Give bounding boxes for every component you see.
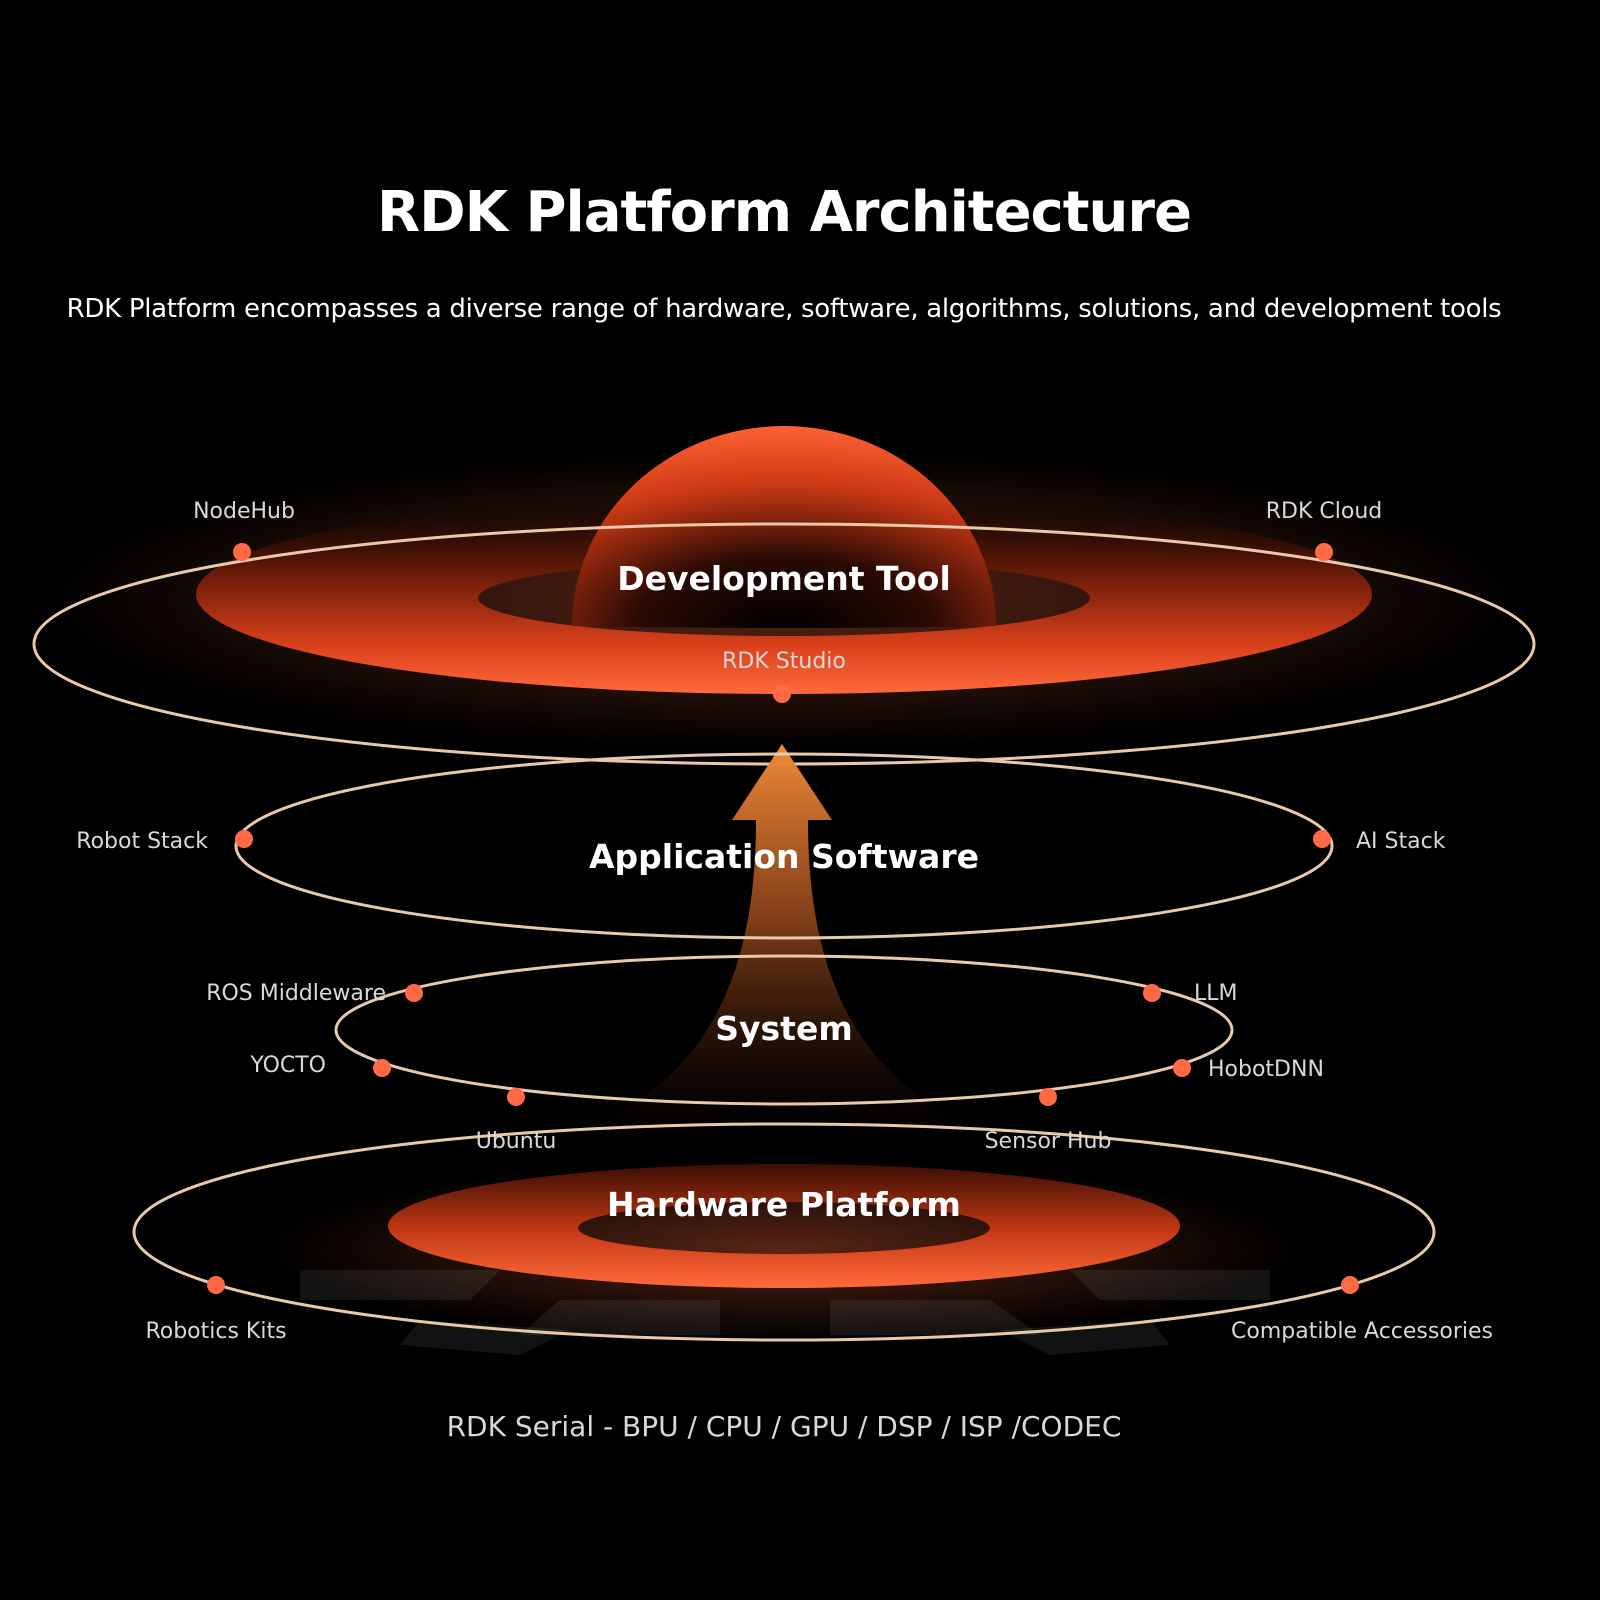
label-ubuntu: Ubuntu	[476, 1129, 557, 1154]
page-subtitle: RDK Platform encompasses a diverse range…	[66, 294, 1502, 324]
layer-title-hardware-platform: Hardware Platform	[607, 1185, 961, 1224]
dot-rdk-cloud	[1315, 543, 1333, 561]
dot-nodehub	[233, 543, 251, 561]
label-llm: LLM	[1194, 981, 1238, 1006]
hardware-serial-footer: RDK Serial - BPU / CPU / GPU / DSP / ISP…	[446, 1410, 1122, 1443]
label-compatible-accessories: Compatible Accessories	[1231, 1319, 1493, 1344]
app-software-ring	[234, 752, 1334, 940]
dot-ubuntu	[507, 1088, 525, 1106]
label-rdk-cloud: RDK Cloud	[1266, 499, 1383, 524]
dot-hobotdnn	[1173, 1059, 1191, 1077]
dev-tool-disc	[196, 494, 1372, 694]
base-platform-tiles	[300, 1270, 1270, 1355]
label-ai-stack: AI Stack	[1356, 829, 1446, 854]
label-yocto: YOCTO	[249, 1053, 326, 1078]
dot-robot-stack	[235, 830, 253, 848]
label-nodehub: NodeHub	[193, 499, 295, 524]
label-hobotdnn: HobotDNN	[1208, 1057, 1324, 1082]
dot-ros-middleware	[405, 984, 423, 1002]
page-title: RDK Platform Architecture	[377, 180, 1192, 245]
layer-title-system: System	[715, 1009, 852, 1048]
dot-compatible-accessories	[1341, 1276, 1359, 1294]
dot-rdk-studio	[773, 685, 791, 703]
layer-title-development-tool: Development Tool	[617, 559, 951, 598]
dot-ai-stack	[1313, 830, 1331, 848]
dot-sensor-hub	[1039, 1088, 1057, 1106]
dot-robotics-kits	[207, 1276, 225, 1294]
system-ring	[334, 954, 1234, 1106]
label-robot-stack: Robot Stack	[76, 829, 208, 854]
dev-tool-dome	[572, 426, 996, 628]
hardware-ring	[132, 1122, 1436, 1342]
label-sensor-hub: Sensor Hub	[985, 1129, 1112, 1154]
label-rdk-studio: RDK Studio	[722, 649, 846, 674]
hardware-disc	[388, 1164, 1180, 1288]
dot-llm	[1143, 984, 1161, 1002]
dot-yocto	[373, 1059, 391, 1077]
layer-title-application-software: Application Software	[589, 837, 979, 876]
label-ros-middleware: ROS Middleware	[206, 981, 386, 1006]
label-robotics-kits: Robotics Kits	[145, 1319, 286, 1344]
